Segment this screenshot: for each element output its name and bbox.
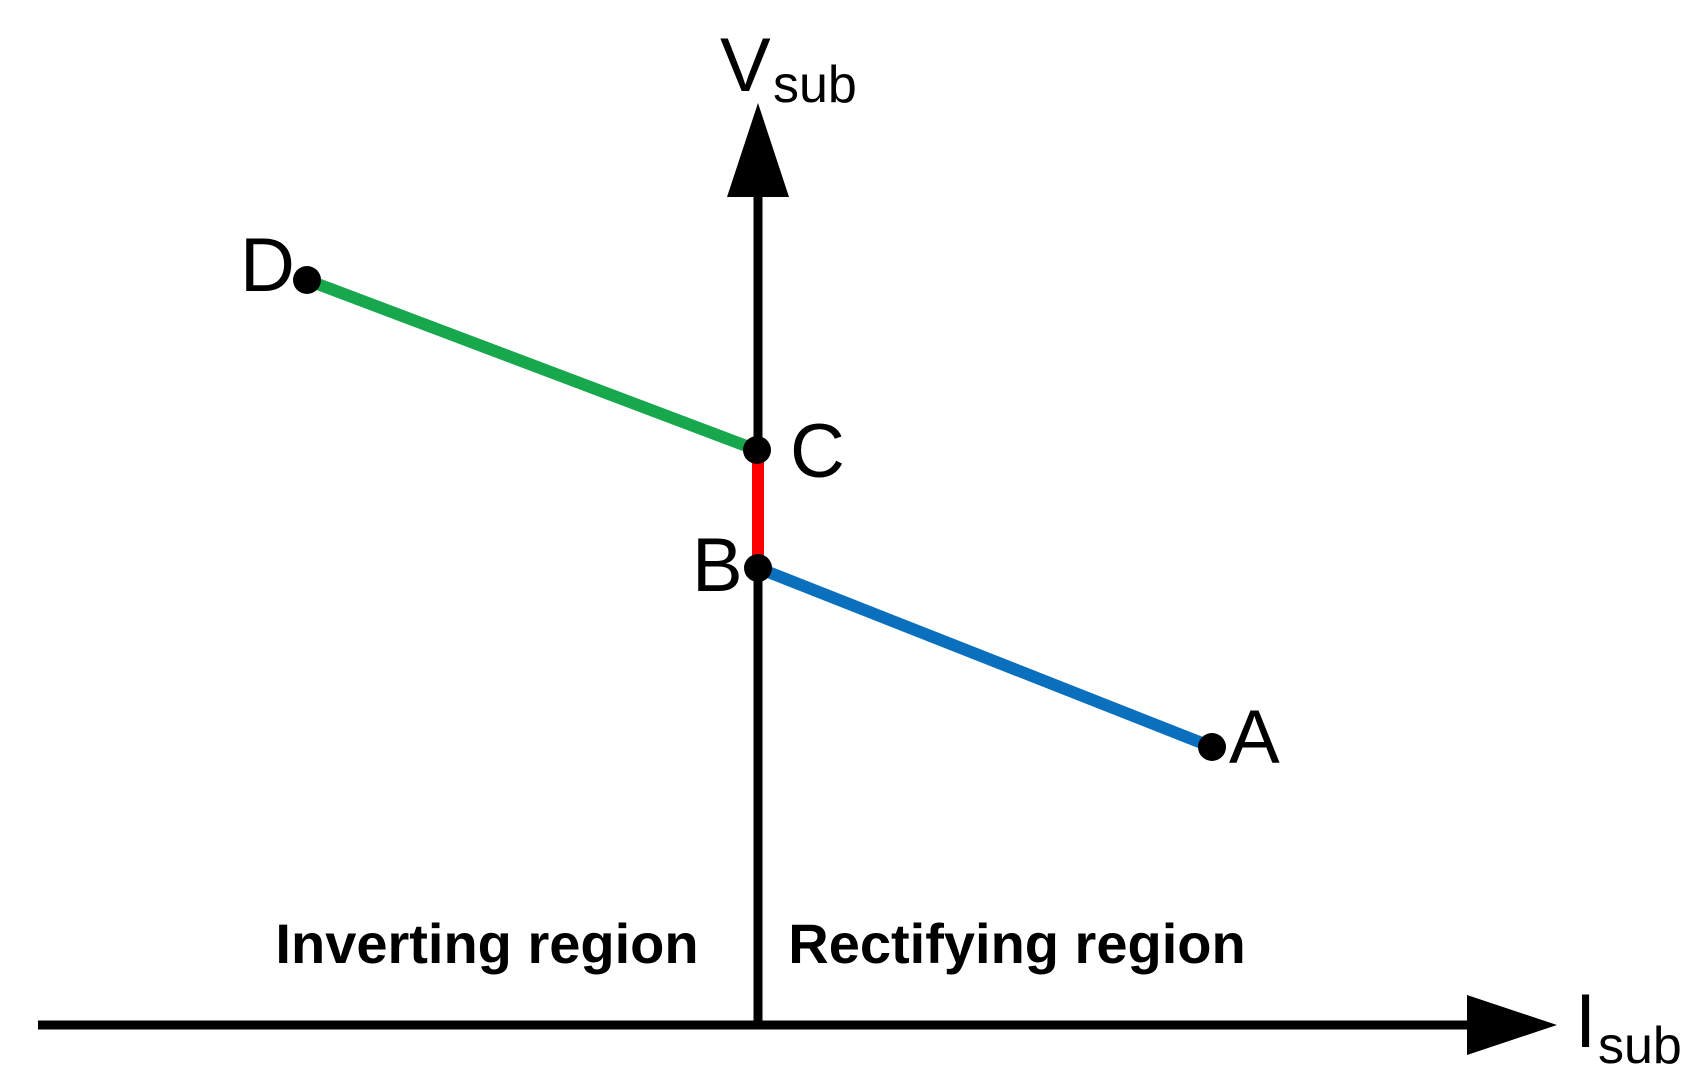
point-a-label: A [1229, 695, 1280, 780]
segment-b-a [755, 562, 1215, 753]
axes [38, 103, 1557, 1055]
x-axis-label: I [1575, 979, 1596, 1064]
point-labels: D C B A [240, 223, 1280, 780]
y-axis-arrowhead-icon [727, 103, 789, 197]
curve-segments [304, 274, 1215, 753]
point-b-marker [744, 554, 772, 582]
region-labels: Inverting region Rectifying region [275, 912, 1245, 975]
x-axis-label-subscript: sub [1598, 1017, 1682, 1075]
point-c-label: C [790, 409, 845, 494]
segment-d-c [304, 274, 760, 456]
axis-labels: V sub I sub [720, 23, 1682, 1075]
point-b-label: B [692, 523, 743, 608]
point-d-marker [293, 266, 321, 294]
x-axis-arrowhead-icon [1467, 995, 1557, 1055]
point-d-label: D [240, 223, 295, 308]
y-axis-label-subscript: sub [773, 56, 857, 114]
rectifying-region-label: Rectifying region [788, 912, 1245, 975]
point-a-marker [1198, 733, 1226, 761]
y-axis-label: V [720, 23, 771, 108]
point-c-marker [743, 436, 771, 464]
inverting-region-label: Inverting region [275, 912, 698, 975]
data-points [293, 266, 1226, 761]
